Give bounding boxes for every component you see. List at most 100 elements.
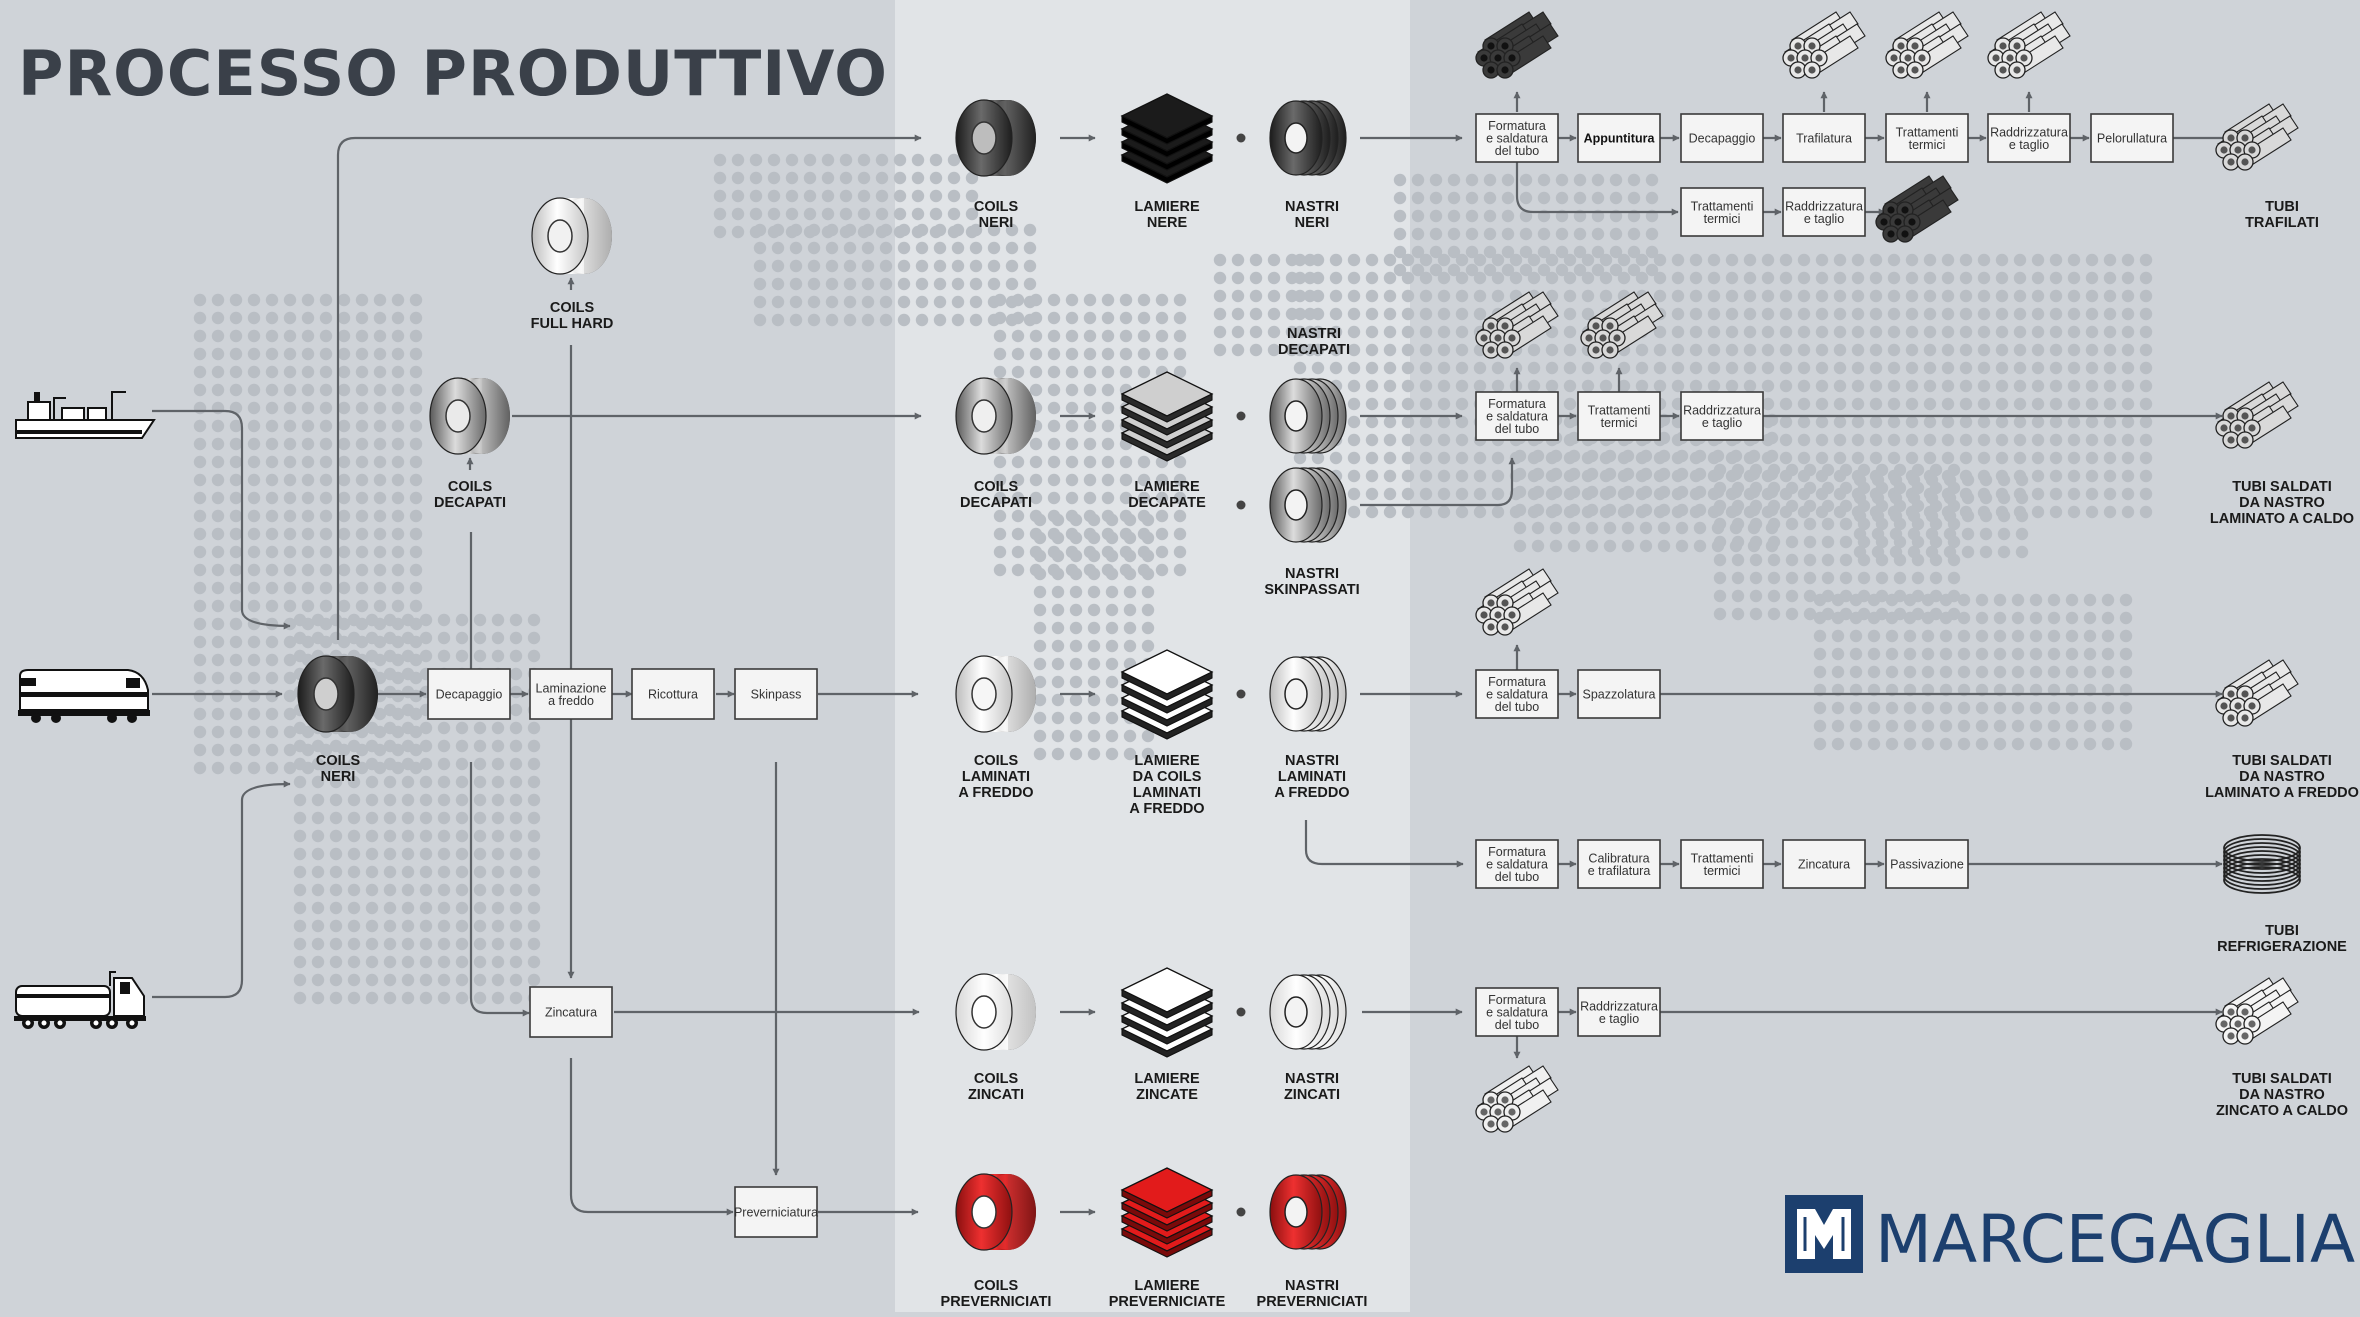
map-dot (1635, 379, 1649, 393)
map-dot (455, 811, 469, 825)
map-dot (1011, 509, 1025, 523)
map-dot (731, 171, 745, 185)
map-dot (211, 347, 225, 361)
map-dot (1853, 527, 1867, 541)
map-dot (1033, 513, 1047, 527)
map-dot (1473, 271, 1487, 285)
map-dot (1047, 329, 1061, 343)
map-dot (1797, 271, 1811, 285)
map-dot (2013, 253, 2027, 267)
tube-bundle-final (2215, 659, 2299, 727)
map-dot (1065, 383, 1079, 397)
map-dot (1831, 611, 1845, 625)
map-dot (283, 545, 297, 559)
separator-dot (1236, 1007, 1246, 1017)
map-dot (1603, 539, 1617, 553)
map-dot (1437, 361, 1451, 375)
map-dot (1815, 325, 1829, 339)
map-dot (1923, 379, 1937, 393)
map-dot (1849, 647, 1863, 661)
map-dot (875, 171, 889, 185)
map-dot (1813, 665, 1827, 679)
label-final-trafilati-line: TUBI (2265, 199, 2299, 215)
map-dot (843, 241, 857, 255)
map-dot (265, 707, 279, 721)
map-dot (473, 883, 487, 897)
map-dot (753, 241, 767, 255)
map-dot (1033, 603, 1047, 617)
map-dot (1101, 401, 1115, 415)
map-dot (1979, 527, 1993, 541)
map-dot (2013, 343, 2027, 357)
map-dot (355, 473, 369, 487)
map-dot (491, 739, 505, 753)
map-dot (1393, 227, 1407, 241)
map-dot (1501, 245, 1515, 259)
map-dot (1141, 747, 1155, 761)
map-dot (1047, 419, 1061, 433)
map-dot (1833, 379, 1847, 393)
map-dot (1083, 491, 1097, 505)
tube-step-r3-formatura-label: del tubo (1495, 700, 1540, 714)
map-dot (383, 757, 397, 771)
map-dot (933, 277, 947, 291)
map-dot (1851, 379, 1865, 393)
tube-step-r4-passivazione-frame (1885, 839, 1969, 889)
map-dot (1501, 209, 1515, 223)
train-icon (18, 669, 150, 723)
map-dot (229, 311, 243, 325)
map-dot (2121, 397, 2135, 411)
map-dot (455, 865, 469, 879)
map-dot (1033, 567, 1047, 581)
map-dot (229, 329, 243, 343)
map-dot (1155, 293, 1169, 307)
map-dot (1653, 253, 1667, 267)
map-dot (803, 207, 817, 221)
map-dot (437, 811, 451, 825)
label-sheet-preverniciati-line: LAMIERE (1134, 1278, 1200, 1294)
map-dot (1483, 245, 1497, 259)
map-dot (1087, 675, 1101, 689)
map-dot (1803, 553, 1817, 567)
map-dot (1925, 545, 1939, 559)
map-dot (193, 743, 207, 757)
map-dot (2139, 307, 2153, 321)
map-dot (1465, 263, 1479, 277)
label-strip-zincati-line: ZINCATI (1284, 1087, 1340, 1103)
map-dot (401, 703, 415, 717)
map-dot (373, 383, 387, 397)
map-dot (843, 259, 857, 273)
map-dot (1867, 629, 1881, 643)
map-dot (1893, 463, 1907, 477)
map-dot (1803, 535, 1817, 549)
map-dot (373, 401, 387, 415)
map-dot (1977, 361, 1991, 375)
map-dot (2067, 289, 2081, 303)
map-dot (1567, 521, 1581, 535)
map-dot (2139, 469, 2153, 483)
label-final-saldati-freddo-line: TUBI SALDATI (2232, 753, 2332, 769)
map-dot (1065, 401, 1079, 415)
map-dot (1123, 531, 1137, 545)
map-dot (2029, 701, 2043, 715)
map-dot (383, 721, 397, 735)
label-coils-decapati-side-line: COILS (448, 479, 493, 495)
map-dot (1501, 227, 1515, 241)
tube-step-r1-trattamenti-label: Trattamenti (1896, 125, 1959, 139)
map-dot (1137, 347, 1151, 361)
tube-step-r4-formatura-label: Formatura (1488, 845, 1546, 859)
map-dot (1977, 325, 1991, 339)
map-dot (1975, 647, 1989, 661)
map-dot (1419, 433, 1433, 447)
map-dot (473, 757, 487, 771)
map-dot (293, 991, 307, 1005)
map-dot (2103, 253, 2117, 267)
map-dot (2013, 361, 2027, 375)
map-dot (1347, 307, 1361, 321)
map-dot (993, 365, 1007, 379)
map-dot (1429, 263, 1443, 277)
map-dot (1599, 361, 1613, 375)
map-dot (301, 473, 315, 487)
